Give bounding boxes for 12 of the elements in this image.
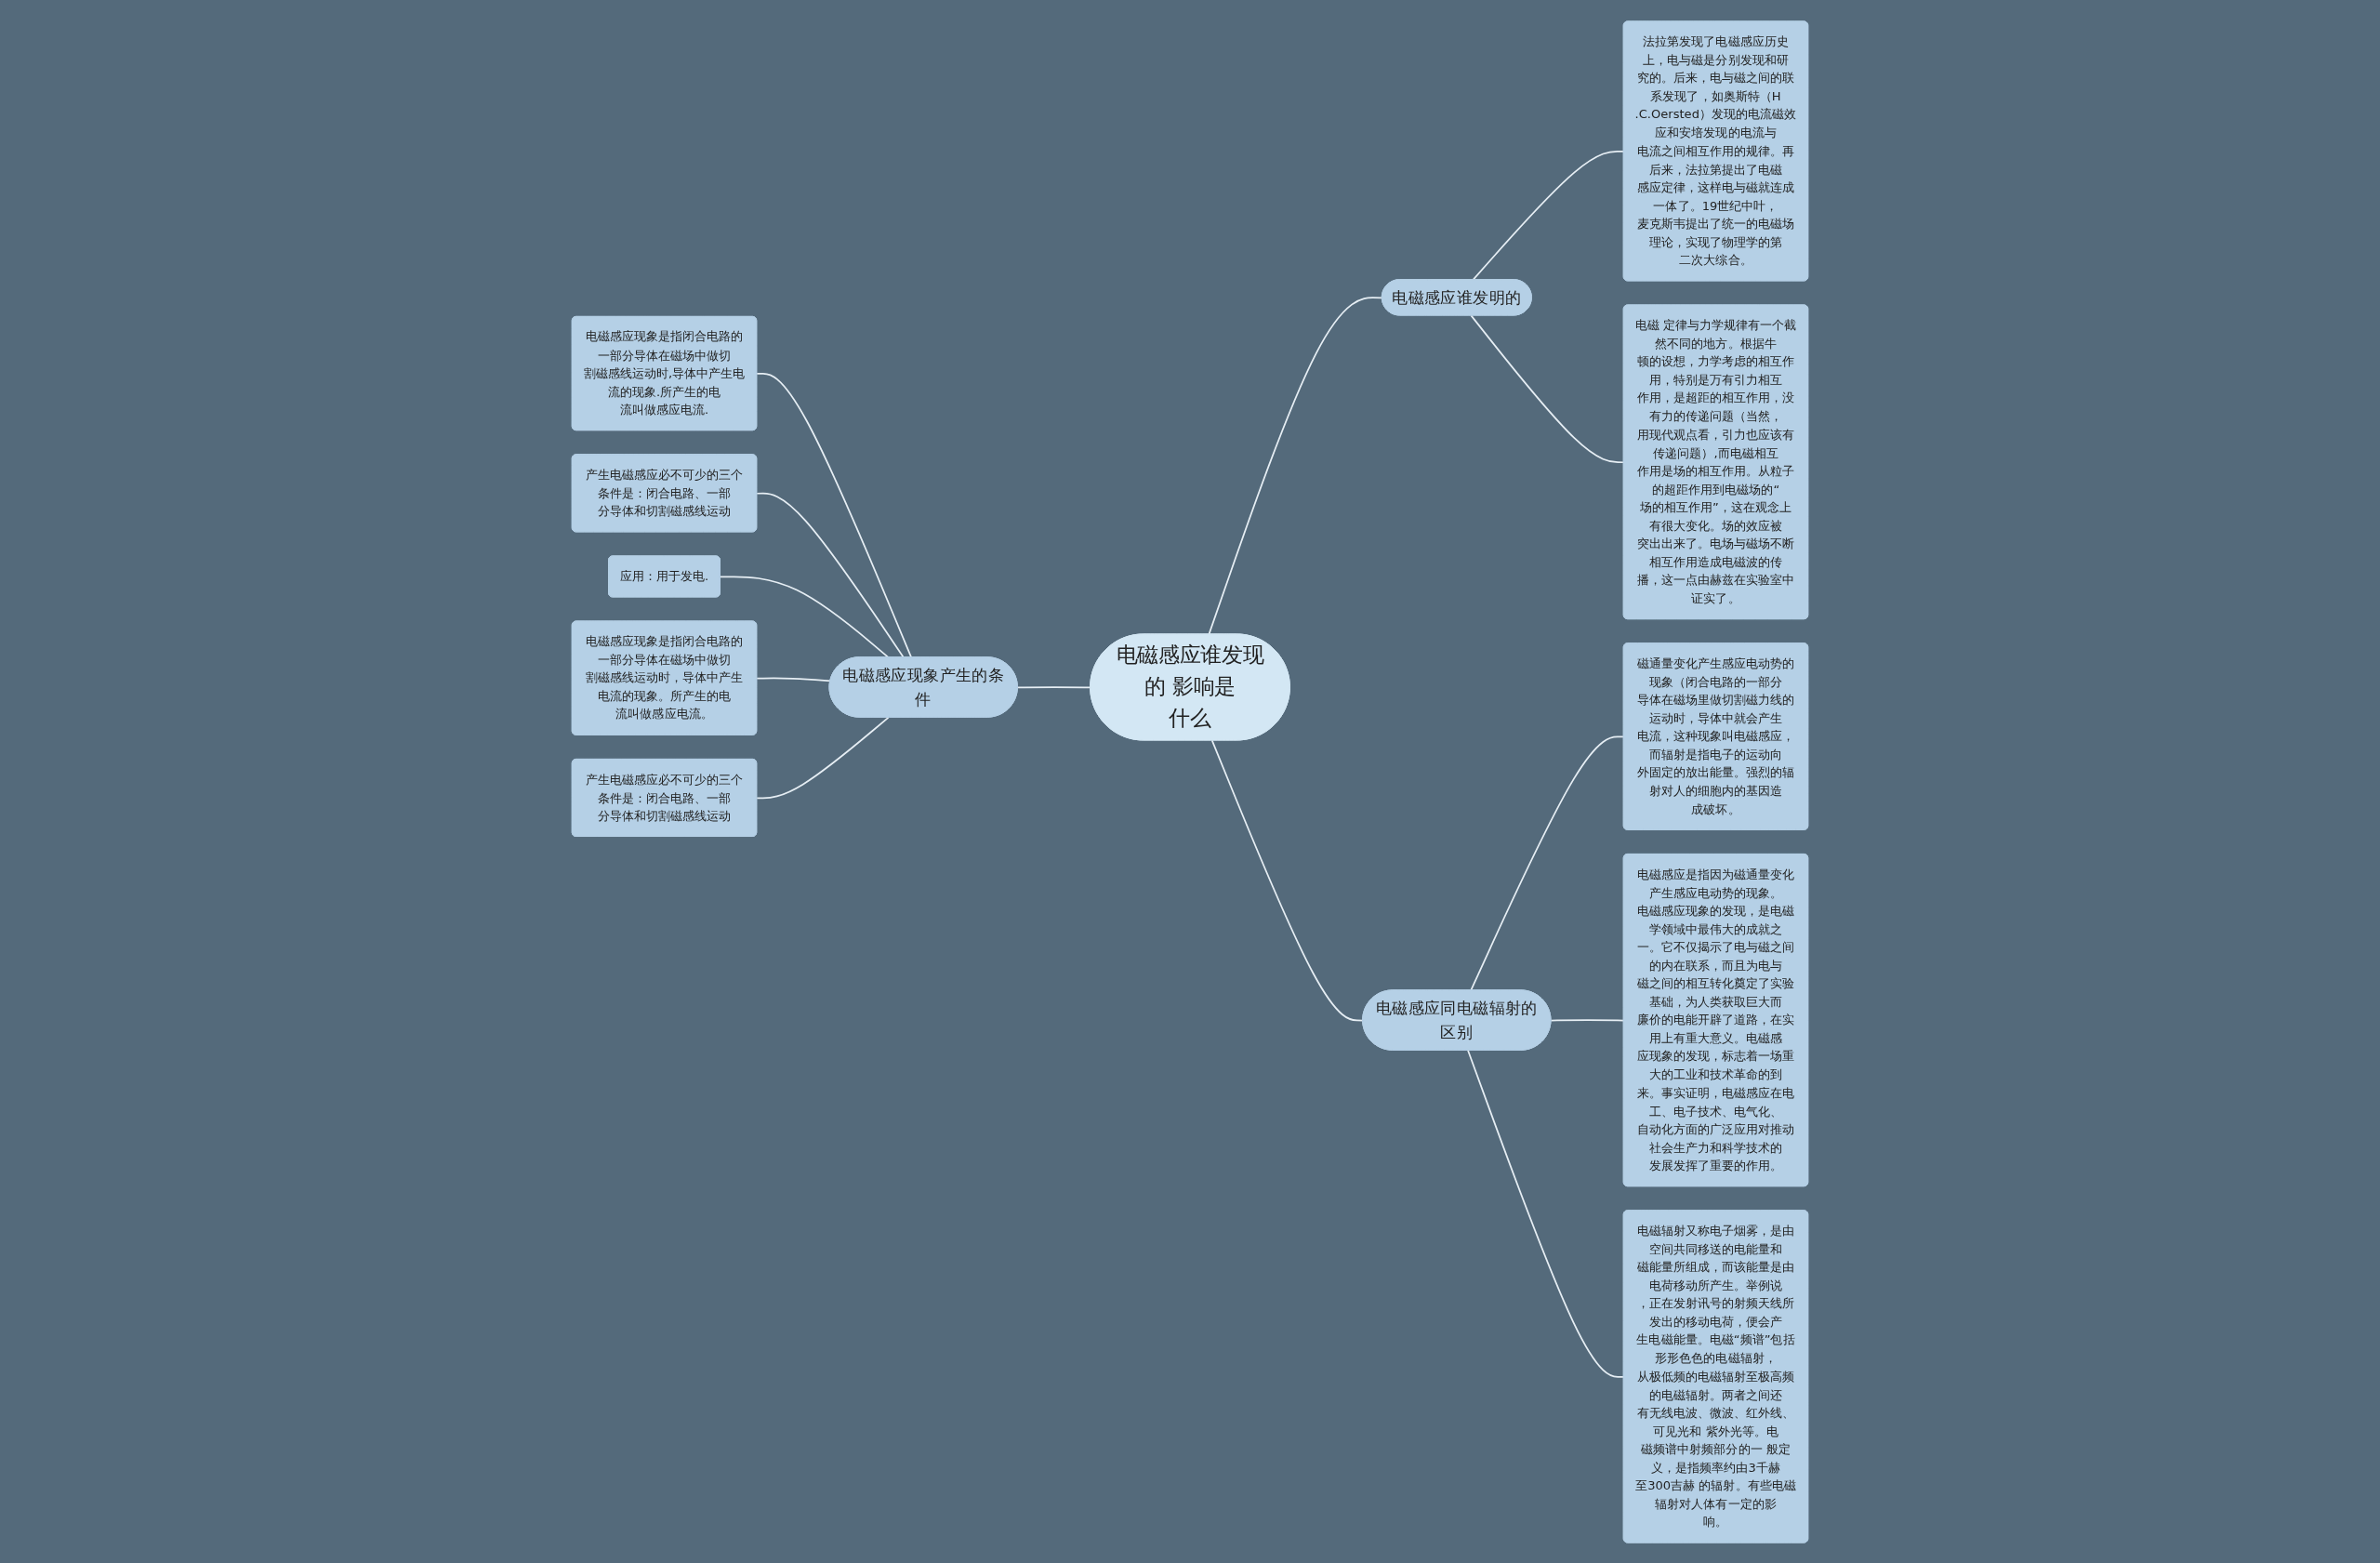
connector — [1470, 735, 1625, 991]
connector — [1208, 296, 1383, 635]
connector — [1467, 1049, 1625, 1378]
connector — [1470, 314, 1625, 463]
connector — [756, 492, 905, 658]
connector — [720, 575, 890, 658]
connector — [756, 716, 890, 799]
connector — [1016, 685, 1091, 688]
connector — [1472, 150, 1625, 281]
connector — [1550, 1018, 1625, 1021]
connector — [756, 372, 913, 658]
connector — [1210, 739, 1364, 1021]
